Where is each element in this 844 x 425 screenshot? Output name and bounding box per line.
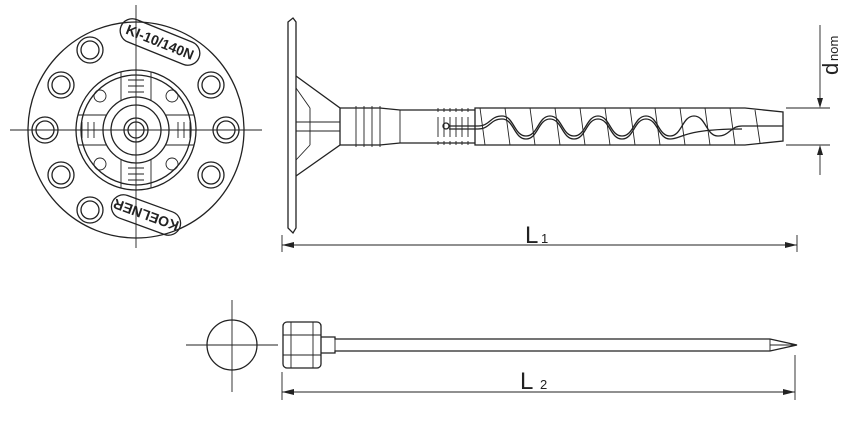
l2-subscript: 2 [540,377,547,392]
dnom-subscript: nom [826,36,841,61]
l1-letter: L [525,222,538,249]
dnom-dimension: d nom [786,25,843,175]
dowel-side-view [287,17,784,235]
model-label: KI-10/140N [124,21,196,63]
disc-holes [31,36,240,224]
disc-top-view: KI-10/140N KOELNER [10,5,262,248]
dnom-letter: d [818,63,843,75]
nail-head-view [186,300,278,392]
nail-side-view [282,321,798,369]
l1-subscript: 1 [541,231,548,246]
center-lines [10,5,262,248]
l1-dimension: L 1 [281,222,798,252]
l2-letter: L [520,368,533,395]
l2-dimension: L 2 [281,355,796,400]
